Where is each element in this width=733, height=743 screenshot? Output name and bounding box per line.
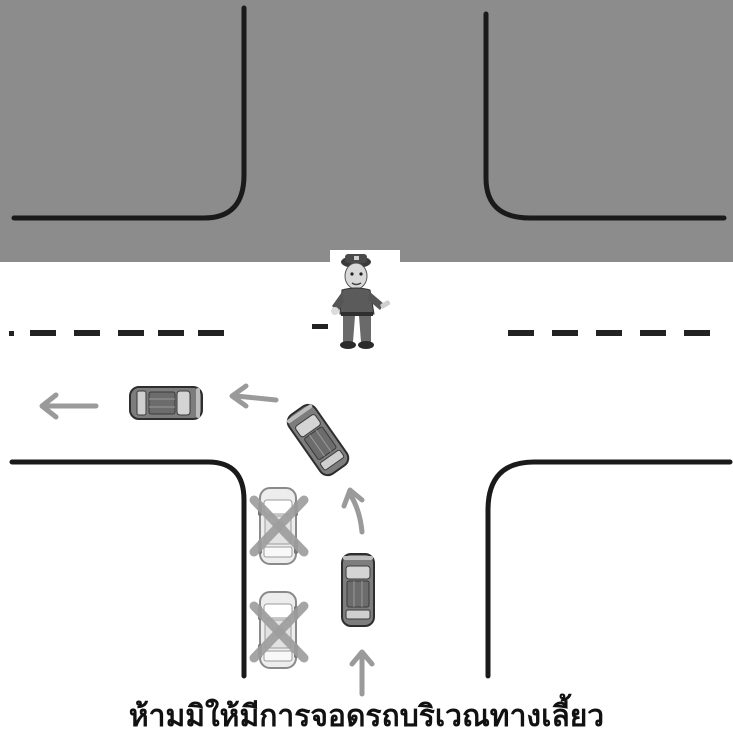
car-icon — [129, 386, 203, 420]
car-icon — [341, 553, 375, 627]
kerb-line-bottom-left — [9, 459, 247, 679]
cross-mark-icon — [249, 495, 309, 557]
cross-mark-icon — [249, 601, 309, 663]
arrow-icon — [229, 383, 279, 409]
arrow-icon — [341, 487, 365, 535]
arrow-icon — [39, 392, 99, 420]
kerb-line-bottom-right — [485, 459, 733, 679]
road-band — [0, 0, 733, 262]
arrow-icon — [349, 649, 375, 697]
kerb-line-top-left — [11, 5, 247, 221]
kerb-line-top-right — [483, 11, 727, 221]
lane-dashes-right — [508, 330, 710, 336]
car-icon — [283, 400, 353, 480]
police-officer-icon — [331, 254, 391, 349]
caption: ห้ามมิให้มีการจอดรถบริเวณทางเลี้ยว — [128, 699, 605, 734]
lane-dashes-left — [9, 324, 328, 336]
